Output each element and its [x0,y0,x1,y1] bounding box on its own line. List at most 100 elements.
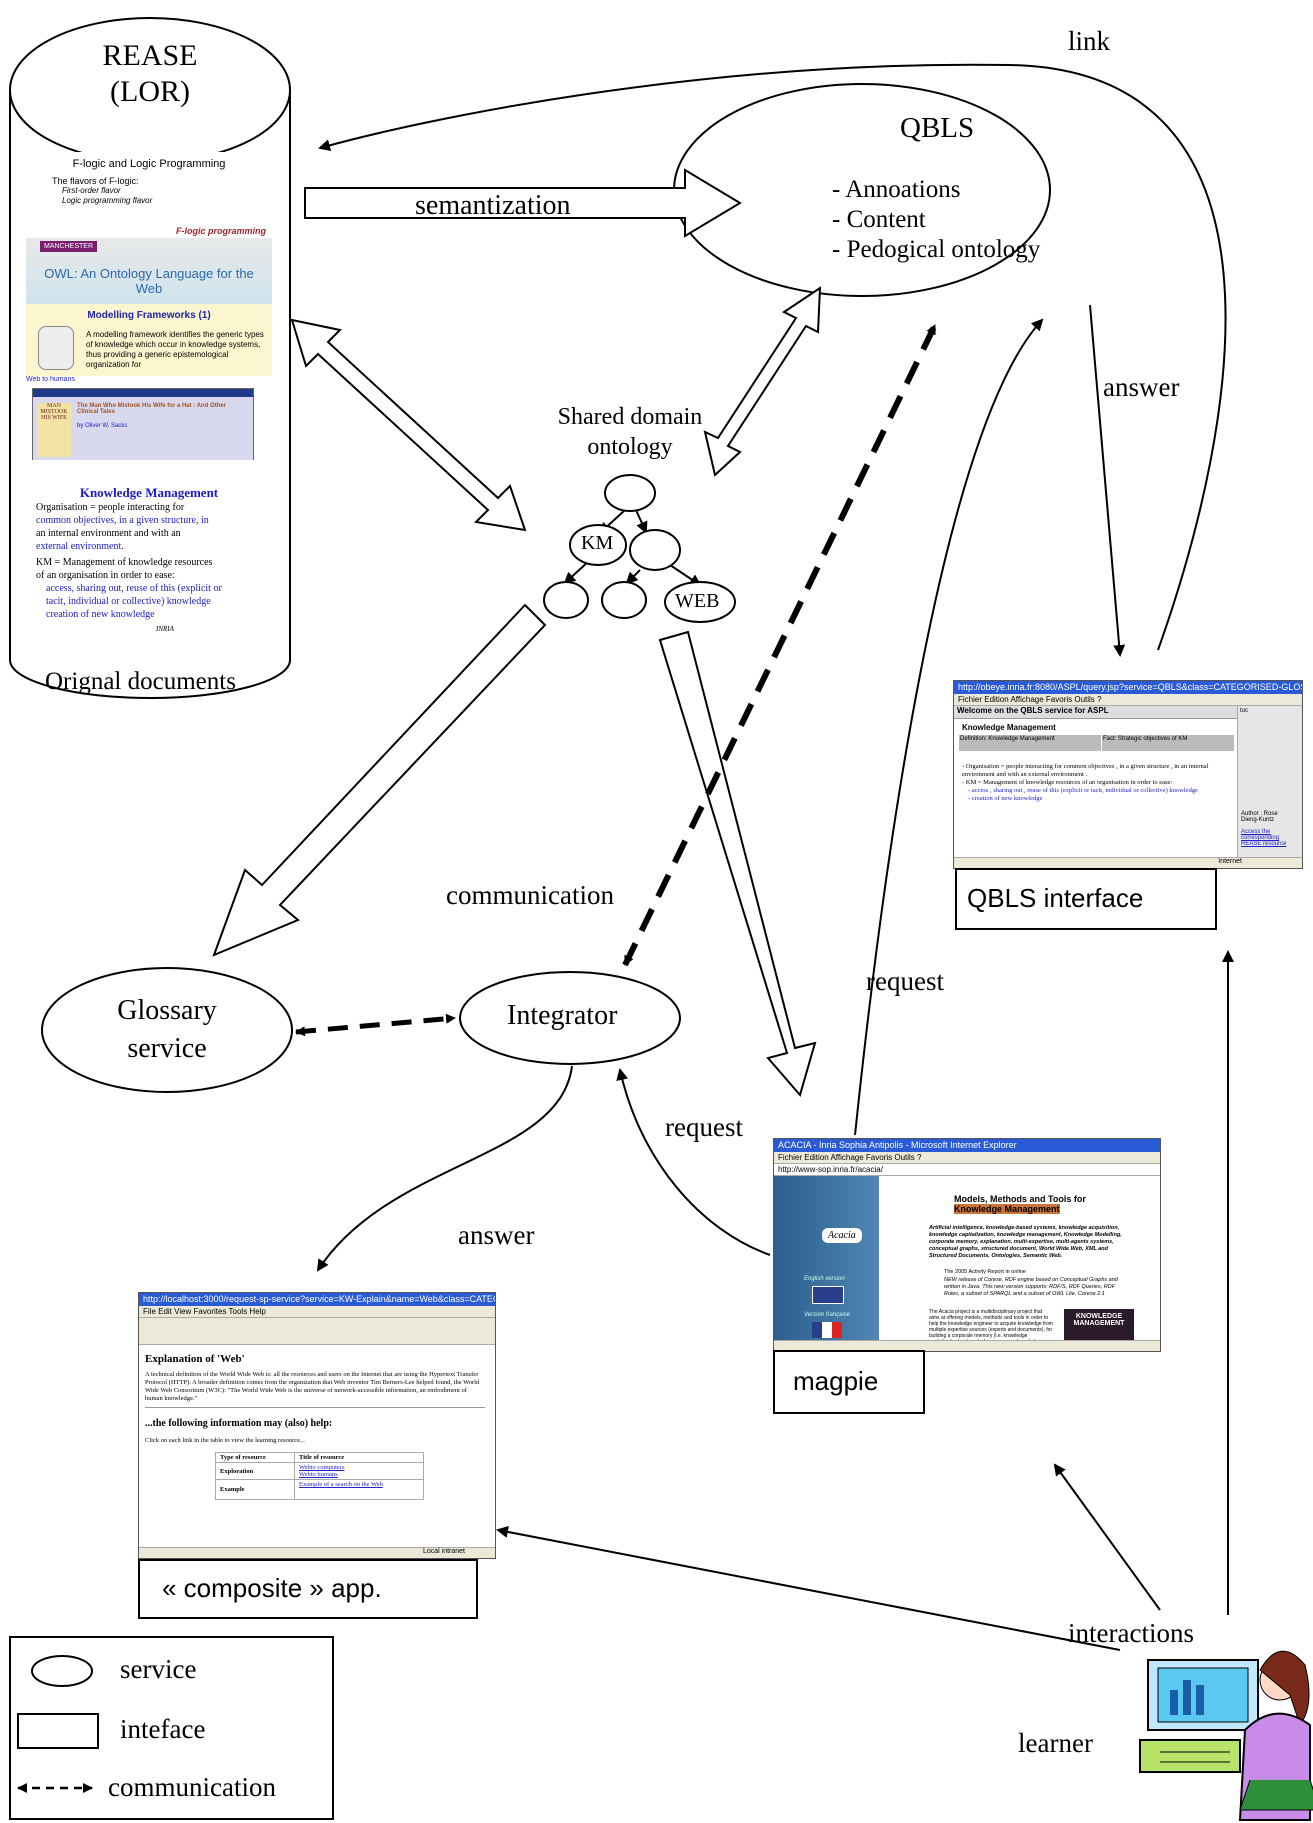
magpie-shot-english[interactable]: English version [804,1276,845,1282]
qbls-shot-para2: - KM = Management of knowledge resources… [962,779,1173,786]
ontology-title-line1: Shared domain [557,404,703,430]
glossary-title-line1: Glossary [117,995,217,1026]
request-integrator-label: request [665,1112,743,1142]
qbls-interface-label: QBLS interface [955,868,1217,930]
composite-interface-label: « composite » app. [138,1559,478,1619]
answer-qbls-label: answer [1103,372,1180,402]
magpie-shot-address: http://www-sop.inria.fr/acacia/ [774,1164,1160,1176]
slide-web-window: MAN MISTOOK HIS WIFE The Man Who Mistook… [32,388,254,460]
qbls-shot-toc: toc [1240,708,1249,714]
link-arrow [318,63,1227,651]
magpie-shot-news: NEW release of Corese, RDF engine based … [944,1277,1118,1297]
composite-shot-r2c2: Example of a search on the Web [294,1479,424,1500]
qbls-shot-welcome: Welcome on the QBLS service for ASPL [957,706,1109,715]
ontology-leaf-1 [543,581,589,619]
legend-service-label: service [120,1654,197,1684]
ontology-web-label: WEB [675,590,720,612]
magpie-shot-sidebar: Acacia English version Version française [774,1176,879,1341]
qbls-shot-status-text: Internet [1218,858,1242,865]
qbls-shot-sidebar: toc Author : Rose Dieng-Kuntz Access the… [1237,706,1302,858]
legend-service-symbol [31,1655,93,1687]
slide-modelling-text: A modelling framework identifies the gen… [86,330,264,369]
qbls-shot-heading: Knowledge Management [962,723,1056,732]
slide-km-line5: KM = Management of knowledge resources [36,557,213,568]
magpie-interface-label: magpie [773,1350,925,1414]
rease-caption: Orignal documents [45,668,236,695]
slide-web-author: by Oliver W. Sacks [77,423,128,429]
answer-qbls-arrow [1089,304,1126,657]
ontology-qbls-arrow [703,286,822,477]
composite-shot-status-text: Local intranet [422,1548,465,1555]
request-qbls-label: request [866,966,944,996]
composite-shot-instructions: Click on each link in the table to view … [145,1437,305,1444]
request-magpie-integrator-arrow [616,1068,771,1256]
slide-web-tab: Web to humans [26,376,75,383]
legend-box [9,1636,334,1820]
composite-shot-para: A technical definition of the World Wide… [145,1371,485,1408]
slide-flogic: F-logic and Logic Programming The flavor… [26,152,272,238]
slide-km-line1: Organisation = people interacting for [36,502,185,513]
glossary-title-line2: service [127,1033,207,1064]
magpie-shot-uk-flag[interactable] [812,1286,844,1304]
communication-label: communication [446,880,614,910]
integrator-title: Integrator [507,1000,618,1031]
qbls-shot-titlebar: http://obeye.inria.fr:8080/ASPL/query.js… [954,681,1302,694]
composite-shot-table: Type of resource Title of resource Explo… [215,1452,424,1500]
semantization-arrow [304,168,742,238]
interactions-label: interactions [1068,1618,1194,1648]
qbls-shot-para4: - creation of new knowledge [968,795,1043,802]
magpie-screenshot: ACACIA - Inria Sophia Antipolis - Micros… [773,1138,1161,1352]
slide-km-body: Organisation = people interacting for co… [36,501,272,621]
slide-km-line3: an internal environment and with an [36,528,181,539]
ontology-km-label: KM [581,532,614,554]
composite-shot-toolbar [139,1318,495,1345]
magpie-shot-titlebar: ACACIA - Inria Sophia Antipolis - Micros… [774,1139,1160,1152]
magpie-shot-status [774,1340,1160,1351]
slide-web-bookcover: MAN MISTOOK HIS WIFE [37,403,71,457]
magpie-shot-book: KNOWLEDGE MANAGEMENT [1064,1309,1134,1343]
composite-shot-link-computers[interactable]: Webto computers [299,1464,345,1471]
ontology-magpie-arrow [658,630,817,1098]
ontology-leaf-2 [601,581,647,619]
composite-shot-r1c1: Exploration [215,1462,295,1480]
qbls-item-content: - Content [832,206,926,233]
qbls-item-ontology: - Pedogical ontology [832,236,1041,263]
qbls-shot-col1: Definition: Knowledge Management [959,735,1101,751]
rease-title: REASE (LOR) [90,38,210,110]
legend-interface-label: inteface [120,1714,206,1744]
slide-km-line9: creation of new knowledge [46,609,155,620]
composite-shot-status: Local intranet [139,1547,495,1558]
magpie-shot-body: Artificial intelligence, knowledge-based… [929,1225,1122,1259]
qbls-shot-col2: Fact: Strategic objectives of KM [1102,735,1234,751]
qbls-shot-author: Author : Rose Dieng-Kuntz [1241,811,1278,823]
composite-shot-th1: Type of resource [215,1452,295,1463]
magpie-shot-heading2: Knowledge Management [954,1204,1060,1214]
magpie-shot-french[interactable]: Version française [804,1312,851,1318]
composite-shot-r2c1: Example [215,1479,295,1500]
magpie-shot-fr-flag[interactable] [812,1322,842,1338]
magpie-interface-label-text: magpie [793,1366,879,1396]
slide-flogic-title: F-logic and Logic Programming [72,158,226,170]
composite-shot-link-humans[interactable]: Webto humans [299,1471,338,1478]
magpie-shot-logo: Acacia [822,1228,862,1243]
glossary-title: Glossary service [92,992,242,1068]
communication-glossary-integrator [295,1013,456,1037]
rease-title-line1: REASE [102,39,198,72]
qbls-shot-access-link[interactable]: Access the corresponding REASE resource [1241,829,1287,847]
slide-flogic-subtitle: The flavors of F-logic: [52,176,139,186]
qbls-shot-para1: - Organisation = people interacting for … [962,763,1209,778]
slide-modelling: Modelling Frameworks (1) A modelling fra… [26,304,272,376]
slide-km-line2: common objectives, in a given structure,… [36,515,209,526]
slide-modelling-figure [38,326,74,370]
ontology-node-right [629,529,681,571]
qbls-shot-status: Internet [954,857,1302,868]
learner-label: learner [1018,1728,1093,1758]
composite-shot-link-example[interactable]: Example of a search on the Web [299,1481,383,1488]
qbls-shot-text: - Organisation = people interacting for … [962,763,1237,803]
composite-interface-label-text: « composite » app. [162,1573,382,1603]
magpie-shot-heading: Models, Methods and Tools for Knowledge … [954,1194,1086,1214]
answer-integrator-label: answer [458,1220,535,1250]
composite-shot-th2: Title of resource [294,1452,424,1463]
glossary-service [41,967,293,1093]
